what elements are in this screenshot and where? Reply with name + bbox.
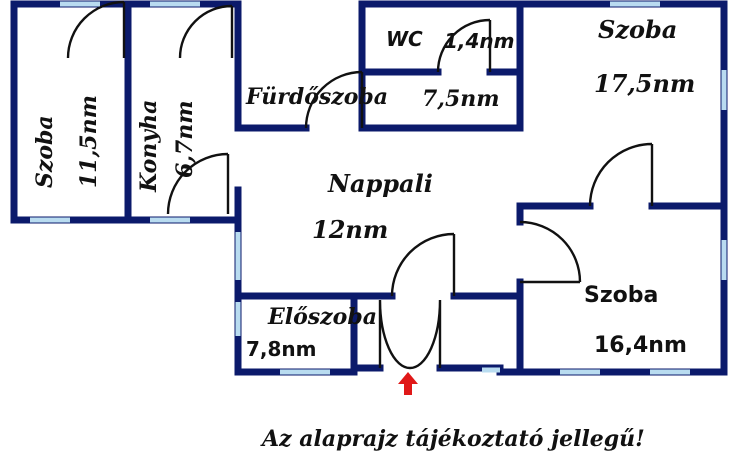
door-entrance-left	[378, 299, 411, 370]
room-furdoszoba-name: Fürdőszoba	[245, 84, 388, 110]
door-entrance-right	[409, 299, 442, 370]
door-szoba-top-right	[588, 142, 654, 207]
room-szoba-bottom-right-name: Szoba	[584, 283, 658, 308]
room-wc-name: WC	[386, 27, 423, 51]
door-nappali-bottom	[390, 232, 456, 297]
room-nappali-name: Nappali	[327, 169, 433, 198]
room-furdoszoba-area: 7,5nm	[422, 86, 500, 112]
room-szoba-top-right-area: 17,5nm	[594, 69, 695, 98]
room-szoba-bottom-right-area: 16,4nm	[594, 333, 687, 358]
door-wc	[436, 18, 492, 73]
room-konyha-name: Konyha	[136, 100, 162, 193]
room-eloszoba-name: Előszoba	[267, 304, 377, 330]
door-konyha-top	[178, 4, 234, 59]
doors	[66, 0, 654, 370]
room-nappali-area: 12nm	[312, 215, 388, 244]
room-konyha-area: 6,7nm	[172, 100, 198, 178]
disclaimer-note: Az alaprajz tájékoztató jellegű!	[260, 426, 645, 452]
entrance-arrow-icon	[398, 372, 418, 395]
door-nappali-right	[519, 220, 582, 284]
room-szoba-left-area: 11,5nm	[76, 95, 102, 188]
windows	[30, 1, 727, 375]
door-szoba-left	[66, 0, 126, 59]
room-szoba-top-right-name: Szoba	[598, 15, 677, 44]
walls	[10, 0, 728, 376]
room-eloszoba-area: 7,8nm	[246, 337, 317, 361]
entrance-arrow-head	[398, 372, 418, 384]
room-wc-area: 1,4nm	[444, 29, 515, 53]
entrance-arrow-shaft	[404, 383, 412, 395]
room-szoba-left-name: Szoba	[32, 115, 58, 188]
door-furdoszoba	[304, 70, 364, 129]
door-konyha-bottom	[166, 152, 230, 215]
